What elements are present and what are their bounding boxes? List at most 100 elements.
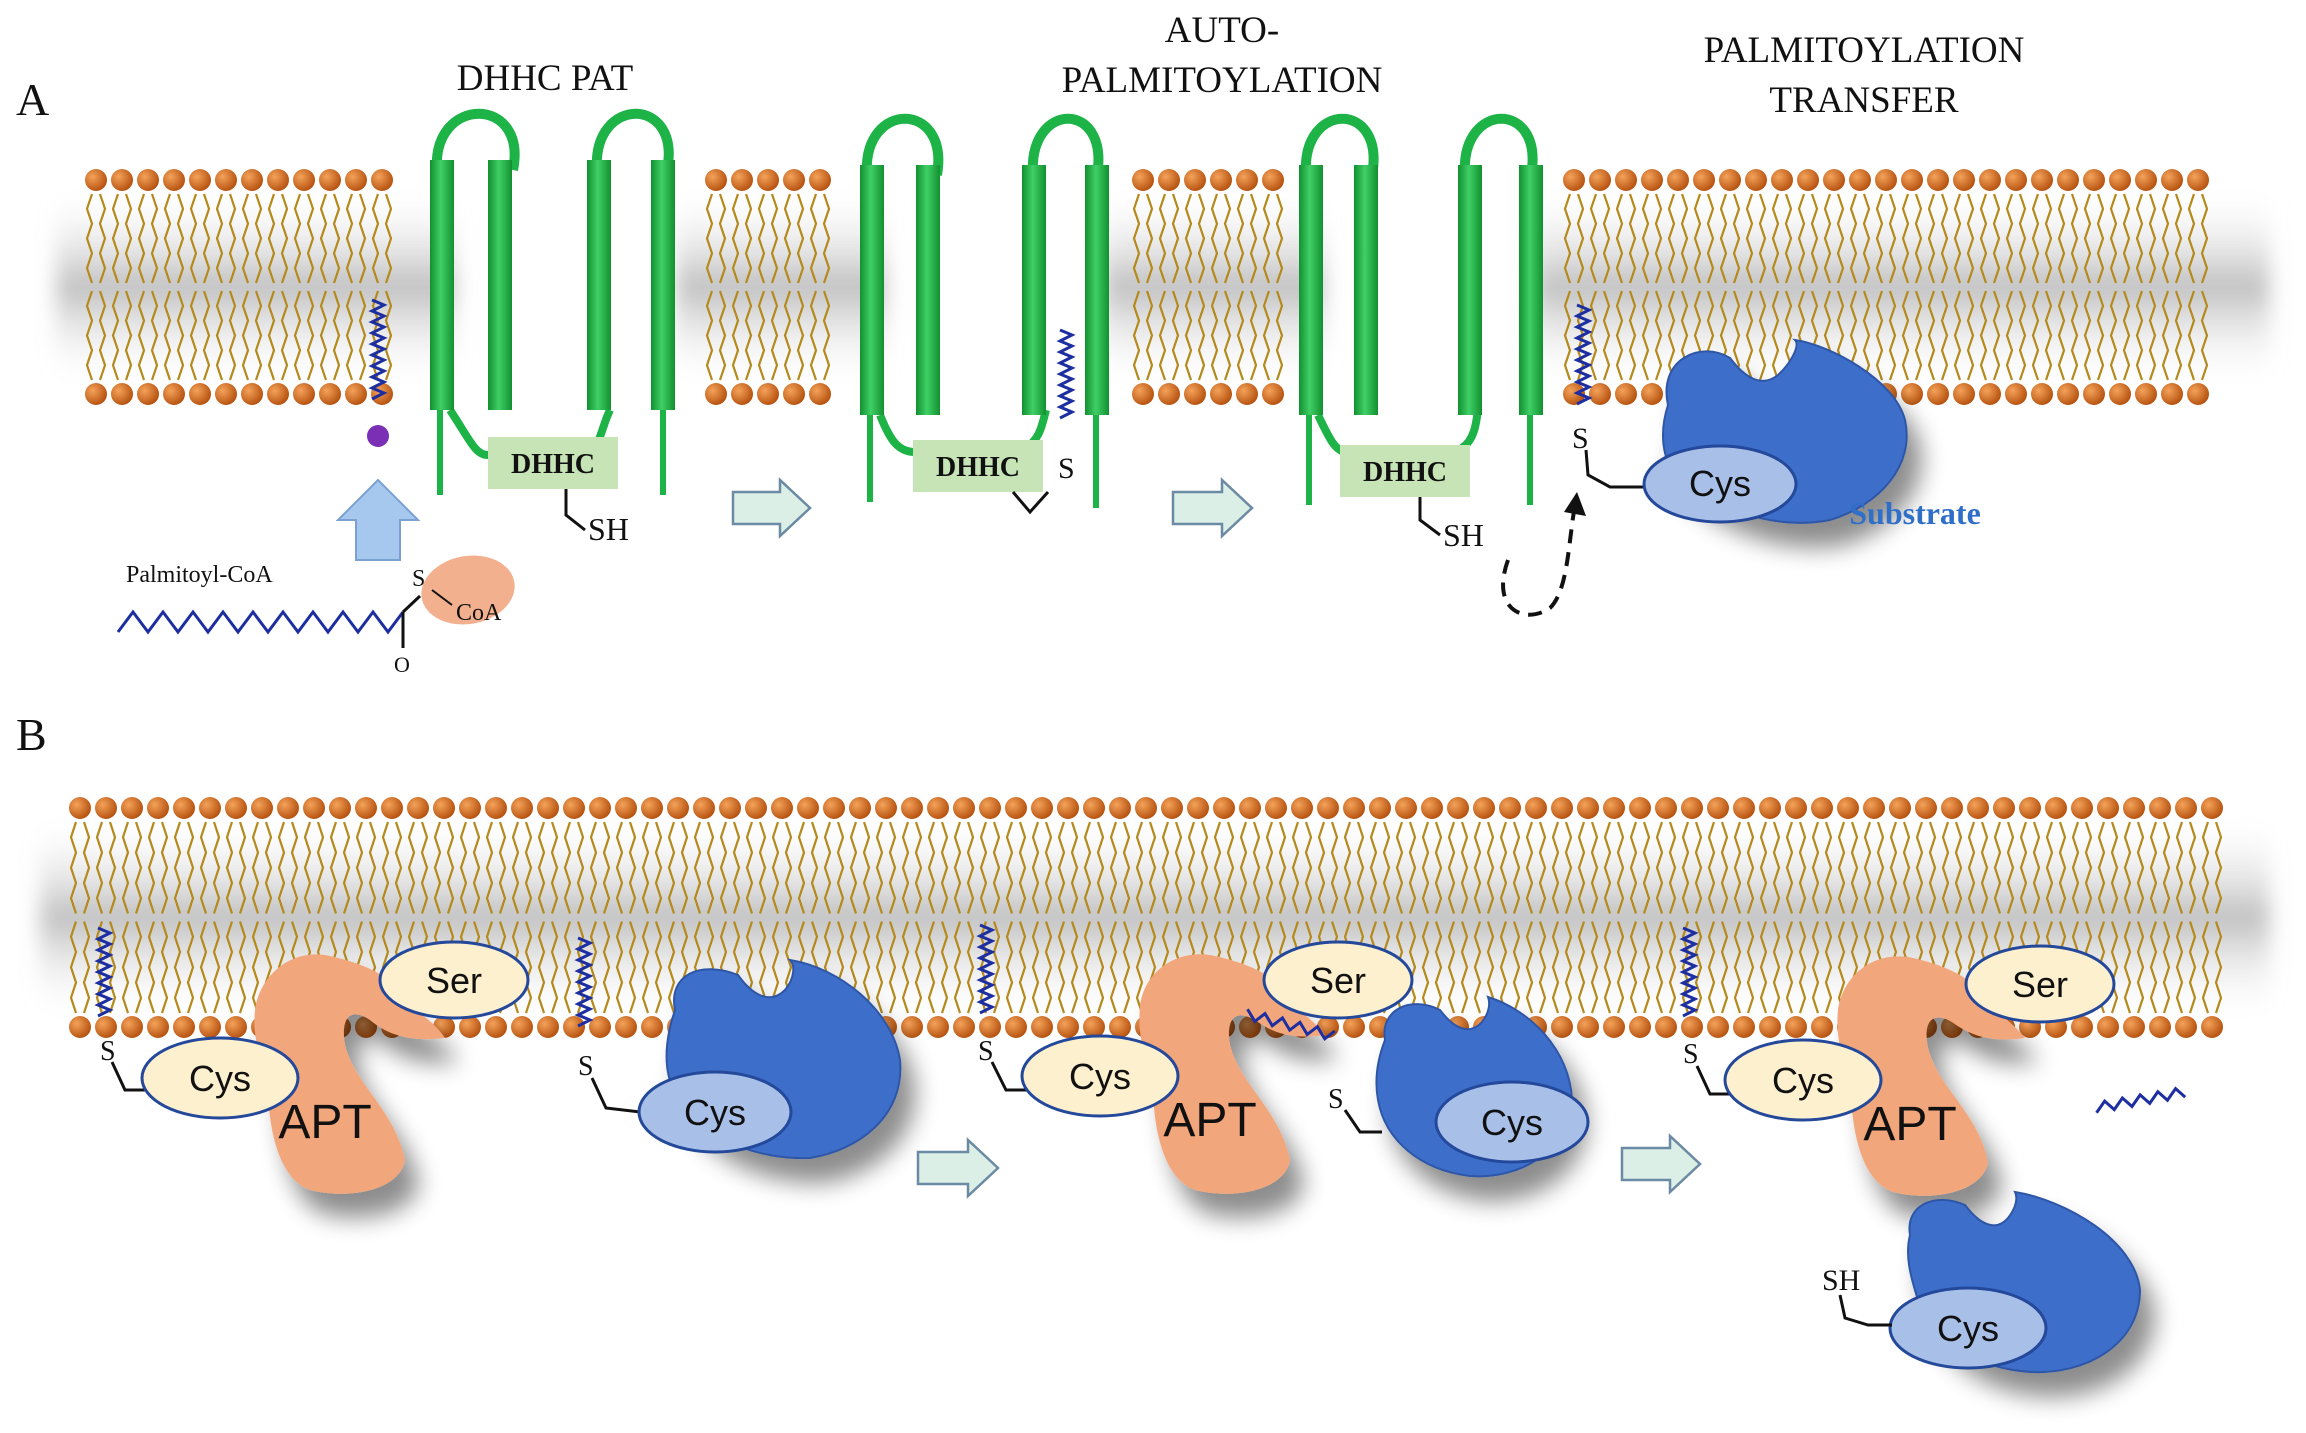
title-transfer-line2: TRANSFER [1769,80,1958,121]
lipid-headgroup [69,797,91,819]
lipid-headgroup [1889,797,1911,819]
o-atom: O [394,652,410,677]
lipid-headgroup [719,797,741,819]
lipid-headgroup [241,383,263,405]
lipid-headgroup [1577,1016,1599,1038]
lipid-headgroup [1057,1016,1079,1038]
lipid-headgroup [1719,169,1741,191]
dhhc-enzyme-3: DHHC SH [1299,113,1586,617]
lipid-headgroup [1811,1016,1833,1038]
s-label-b4: S [1328,1084,1344,1115]
palmitate-chain [976,923,996,1015]
s-label-b3: S [978,1036,994,1067]
lipid-headgroup [2161,383,2183,405]
lipid-headgroup [1291,797,1313,819]
lipid-headgroup [199,797,221,819]
palmitate-insertion-1 [367,298,389,447]
lipid-headgroup [2123,797,2145,819]
lipid-headgroup [1447,797,1469,819]
lipid-headgroup [111,169,133,191]
lipid-headgroup [2031,169,2053,191]
lipid-headgroup [641,1016,663,1038]
lipid-headgroup [1615,169,1637,191]
lipid-headgroup [1005,1016,1027,1038]
lipid-headgroup [1132,169,1154,191]
lipid-headgroup [2019,797,2041,819]
lipid-headgroup [731,383,753,405]
lipid-headgroup [1031,1016,1053,1038]
lipid-headgroup [1655,797,1677,819]
membrane-a-right [1534,169,2270,405]
lipid-headgroup [1603,1016,1625,1038]
lipid-headgroup [381,797,403,819]
lipid-headgroup [1184,383,1206,405]
lipid-headgroup [2149,1016,2171,1038]
lipid-headgroup [1109,797,1131,819]
lipid-headgroup [1369,797,1391,819]
lipid-headgroup [1733,797,1755,819]
lipid-headgroup [459,1016,481,1038]
panel-a: A DHHC PAT AUTO- PALMITOYLATION PALMITOY… [16,10,2270,677]
coa-headgroup-dot [367,425,389,447]
dhhc-box [913,440,1043,492]
lipid-headgroup [303,797,325,819]
ser-label-1: Ser [426,960,482,1001]
lipid-headgroup [2083,169,2105,191]
s-label-substrate-a: S [1572,422,1589,455]
lipid-headgroup [1707,797,1729,819]
helix [916,165,940,415]
lipid-headgroup [225,797,247,819]
lipid-headgroup [1967,797,1989,819]
membrane-a-mid1 [676,169,886,405]
apt-complex-2: S Ser Cys APT S Cys [976,923,1590,1194]
lipid-headgroup [1707,1016,1729,1038]
lipid-headgroup [537,1016,559,1038]
lipid-headgroup [757,383,779,405]
lipid-headgroup [2031,383,2053,405]
s-label-b2: S [578,1051,594,1082]
apt-enzyme-2 [1139,954,1325,1194]
lipid-headgroup [355,1016,377,1038]
dhhc-box [1340,445,1470,497]
palmitate-chain [94,926,114,1018]
lipid-headgroup [293,169,315,191]
lipid-headgroup [85,383,107,405]
title-transfer-line1: PALMITOYLATION [1704,30,2025,71]
dhhc-box-label: DHHC [511,449,595,480]
lipid-headgroup [2071,1016,2093,1038]
lipid-headgroup [1771,169,1793,191]
lipid-headgroup [345,169,367,191]
lipid-headgroup [121,797,143,819]
helix [1085,165,1109,415]
sh-label-3: SH [1443,517,1484,553]
lipid-headgroup [241,169,263,191]
dhhc-box-label: DHHC [1363,457,1447,488]
helix [1022,165,1046,415]
lipid-headgroup [173,797,195,819]
lipid-headgroup [2005,169,2027,191]
lipid-headgroup [809,169,831,191]
lipid-headgroup [615,797,637,819]
lipid-headgroup [329,797,351,819]
sh-label-b: SH [1822,1264,1860,1297]
lipid-headgroup [85,169,107,191]
lipid-headgroup [1236,383,1258,405]
lipid-headgroup [979,797,1001,819]
lipid-headgroup [1499,797,1521,819]
lipid-headgroup [2201,1016,2223,1038]
ser-ellipse-1 [378,940,530,1020]
lipid-headgroup [1158,383,1180,405]
cys-label-b1: Cys [189,1058,251,1099]
lipid-headgroup [979,1016,1001,1038]
lipid-headgroup [1745,169,1767,191]
helix [651,160,675,410]
lipid-headgroup [1979,169,2001,191]
lipid-headgroup [1135,797,1157,819]
lipid-headgroup [2071,797,2093,819]
dhhc-box-label: DHHC [936,452,1020,483]
lipid-headgroup [293,383,315,405]
lipid-headgroup [1343,1016,1365,1038]
apt-label-3: APT [1863,1098,1956,1151]
lipid-headgroup [215,169,237,191]
